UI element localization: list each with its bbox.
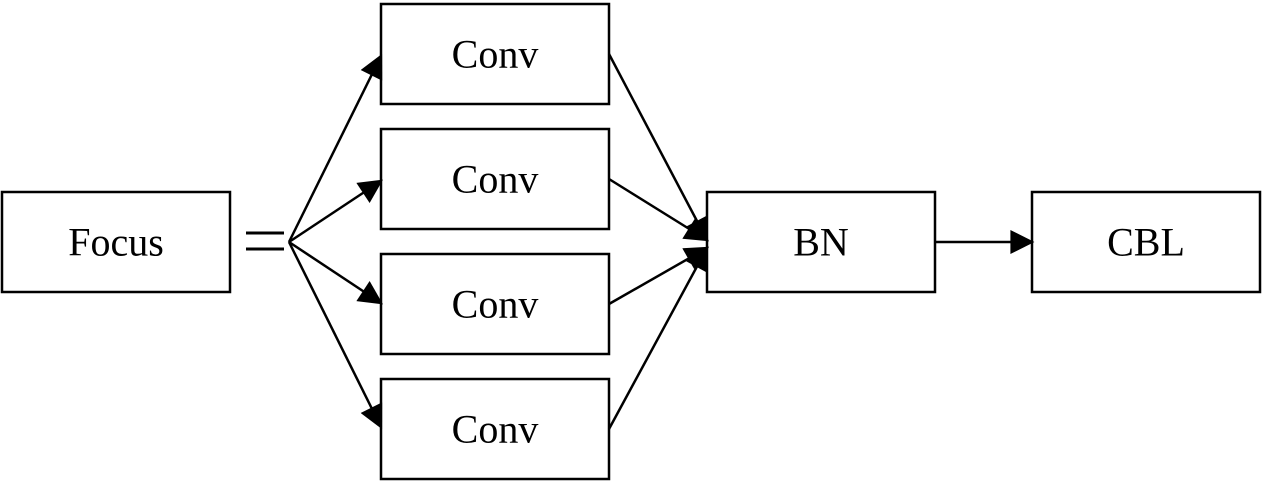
conv-node-4: Conv [379, 377, 611, 481]
conv-label-3: Conv [452, 282, 539, 327]
conv-label-1: Conv [452, 32, 539, 77]
edge-split-to-conv-1 [287, 53, 383, 243]
edge-conv-4-to-bn [607, 245, 709, 430]
cbl-label: CBL [1107, 220, 1185, 265]
bn-node: BN [705, 190, 937, 294]
edge-split-to-conv-4 [287, 241, 383, 430]
conv-label-4: Conv [452, 407, 539, 452]
focus-label: Focus [68, 220, 164, 265]
conv-node-1: Conv [379, 2, 611, 106]
edge-split-to-conv-2 [288, 179, 384, 244]
conv-node-2: Conv [379, 127, 611, 231]
cbl-node: CBL [1030, 190, 1262, 294]
focus-node: Focus [0, 190, 232, 294]
equals-sign [246, 231, 284, 251]
conv-label-2: Conv [452, 157, 539, 202]
edge-conv-2-to-bn [608, 177, 710, 242]
edge-conv-1-to-bn [607, 53, 709, 243]
conv-node-3: Conv [379, 252, 611, 356]
edge-split-to-conv-3 [288, 240, 384, 305]
bn-label: BN [793, 220, 849, 265]
